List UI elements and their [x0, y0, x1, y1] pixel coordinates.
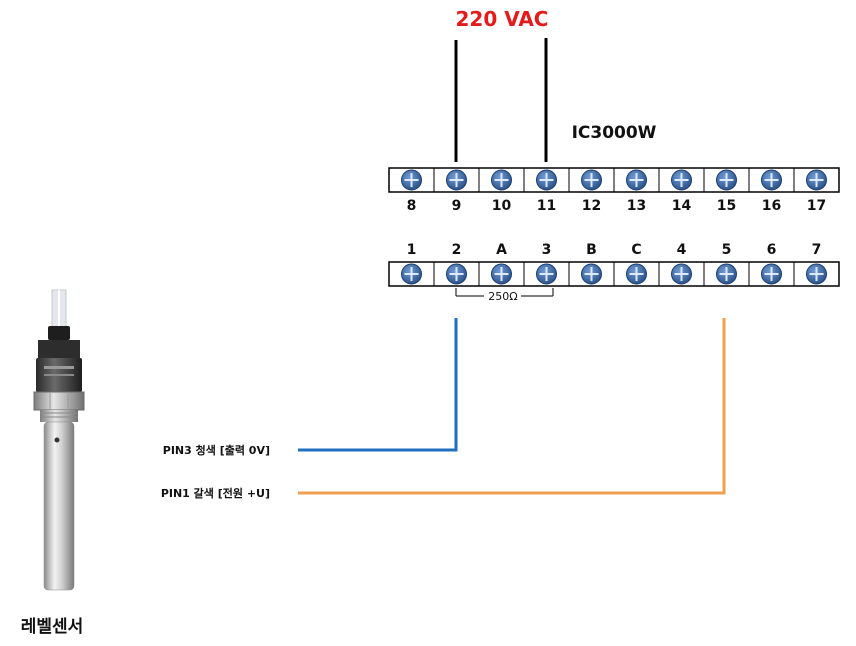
orange-wire [298, 318, 726, 495]
bottom-terminal-label: 1 [407, 242, 417, 258]
screw-terminal-9 [446, 169, 467, 191]
screw-terminal-17 [806, 169, 827, 191]
top-terminal-label: 14 [672, 198, 692, 214]
top-terminal-label: 15 [717, 198, 736, 214]
top-terminal-label: 8 [407, 198, 417, 214]
screw-terminal-7 [806, 263, 827, 285]
bottom-terminal-strip [388, 261, 840, 287]
screw-terminal-11 [536, 169, 557, 191]
supply-label: 220 VAC [456, 7, 549, 31]
screw-terminal-13 [626, 169, 647, 191]
screw-terminal-8 [401, 169, 422, 191]
bottom-terminal-label: 3 [542, 242, 552, 258]
screw-terminal-12 [581, 169, 602, 191]
screw-terminal-3 [536, 263, 557, 285]
bottom-terminal-label: 5 [722, 242, 732, 258]
screw-terminal-10 [491, 169, 512, 191]
blue-wire-label: PIN3 청색 [출력 0V] [163, 443, 270, 457]
top-terminal-labels: 8 9 10 11 12 13 14 15 16 17 [407, 198, 827, 214]
screw-terminal-6 [761, 263, 782, 285]
orange-wire-label: PIN1 갈색 [전원 +U] [161, 486, 270, 500]
screw-terminal-B [581, 263, 602, 285]
bottom-terminal-label: A [496, 242, 507, 258]
bottom-terminal-label: 7 [812, 242, 822, 258]
screw-terminal-C [626, 263, 647, 285]
screw-terminal-A [491, 263, 512, 285]
sensor-caption: 레벨센서 [21, 617, 84, 637]
bottom-terminal-label: B [586, 242, 597, 258]
resistor-label: 250Ω [488, 290, 517, 303]
bottom-terminal-label: C [631, 242, 641, 258]
screw-terminal-5 [716, 263, 737, 285]
top-terminal-strip [388, 167, 840, 193]
top-terminal-label: 17 [807, 198, 826, 214]
screw-terminal-4 [671, 263, 692, 285]
top-terminal-label: 12 [582, 198, 601, 214]
screw-terminal-14 [671, 169, 692, 191]
top-terminal-label: 10 [492, 198, 512, 214]
bottom-terminal-label: 2 [452, 242, 462, 258]
top-terminal-label: 11 [537, 198, 556, 214]
level-sensor-image [33, 289, 85, 591]
screw-terminal-16 [761, 169, 782, 191]
top-terminal-label: 9 [452, 198, 462, 214]
bottom-terminal-label: 4 [677, 242, 687, 258]
blue-wire [298, 318, 458, 452]
model-label: IC3000W [572, 123, 657, 143]
screw-terminal-15 [716, 169, 737, 191]
bottom-terminal-label: 6 [767, 242, 777, 258]
screw-terminal-1 [401, 263, 422, 285]
screw-terminal-2 [446, 263, 467, 285]
bottom-terminal-labels: 1 2 A 3 B C 4 5 6 7 [407, 242, 822, 258]
resistor-bracket [455, 288, 554, 297]
top-terminal-label: 16 [762, 198, 781, 214]
top-terminal-label: 13 [627, 198, 646, 214]
